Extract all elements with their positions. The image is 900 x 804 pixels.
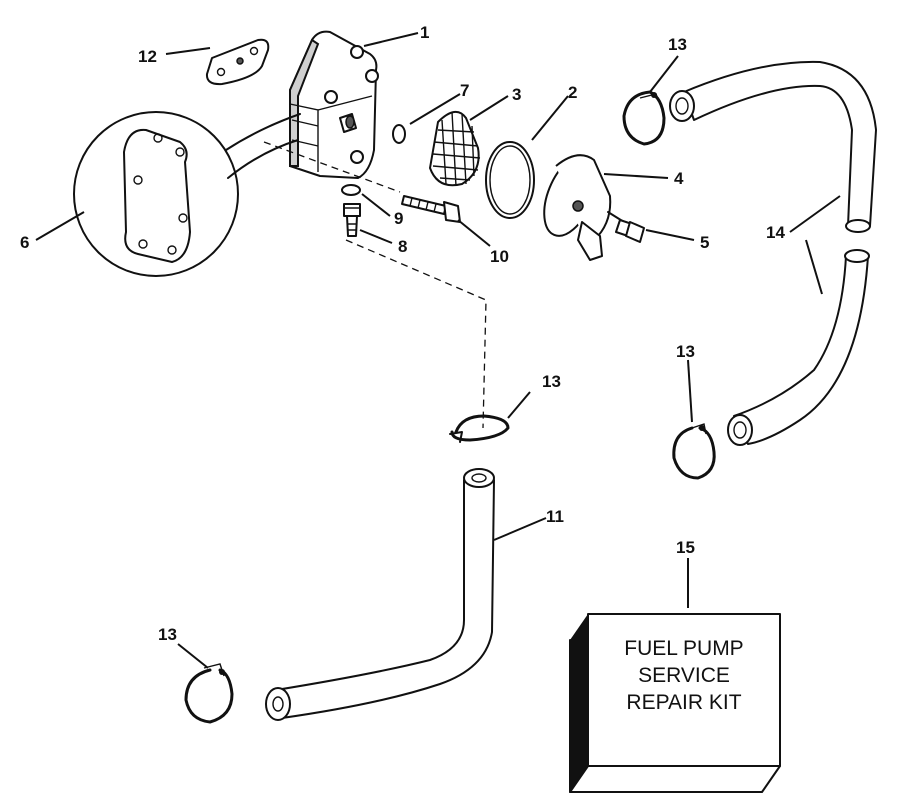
callout-5: 5 <box>700 233 709 252</box>
part-8-fitting <box>343 203 361 237</box>
callout-13-top: 13 <box>668 35 687 54</box>
callout-14: 14 <box>766 223 785 242</box>
callout-3: 3 <box>512 85 521 104</box>
callout-10: 10 <box>490 247 509 266</box>
part-9-washer <box>341 184 361 196</box>
callout-12: 12 <box>138 47 157 66</box>
part-2-gasket-ring <box>485 141 535 219</box>
callout-15: 15 <box>676 538 695 557</box>
part-5-screw <box>607 211 645 243</box>
part-13-clamp <box>184 663 234 724</box>
part-13-clamp <box>449 414 510 443</box>
callout-13-right: 13 <box>676 342 695 361</box>
callout-1: 1 <box>420 23 429 42</box>
kit-label-line-1: FUEL PUMP <box>624 637 743 660</box>
part-6-gasket-detail <box>73 111 301 277</box>
part-10-bolt <box>401 195 461 223</box>
part-13-clamp <box>622 90 666 146</box>
callout-13-bottom: 13 <box>158 625 177 644</box>
part-12-gasket-plate <box>205 38 270 86</box>
part-3-filter-screen <box>429 111 481 187</box>
part-13-clamp <box>672 423 716 480</box>
connector-dashed-line <box>345 239 487 429</box>
part-14-hose-upper <box>669 60 877 233</box>
callout-2: 2 <box>568 83 577 102</box>
part-7-o-ring <box>392 124 406 144</box>
leader-lines <box>35 32 841 669</box>
callout-9: 9 <box>394 209 403 228</box>
callout-4: 4 <box>674 169 684 188</box>
connector-dashed-line <box>263 141 401 193</box>
part-11-hose <box>265 468 495 721</box>
kit-label-line-3: REPAIR KIT <box>626 691 741 714</box>
part-1-fuel-pump-body <box>289 30 379 179</box>
callout-6: 6 <box>20 233 29 252</box>
callout-7: 7 <box>460 81 469 100</box>
callout-13-middle: 13 <box>542 372 561 391</box>
callout-11: 11 <box>546 507 564 526</box>
part-4-pump-cover <box>543 154 612 261</box>
kit-label-line-2: SERVICE <box>638 664 730 687</box>
part-14-hose-lower <box>727 249 870 446</box>
part-15-repair-kit-box <box>569 613 781 793</box>
callout-8: 8 <box>398 237 407 256</box>
